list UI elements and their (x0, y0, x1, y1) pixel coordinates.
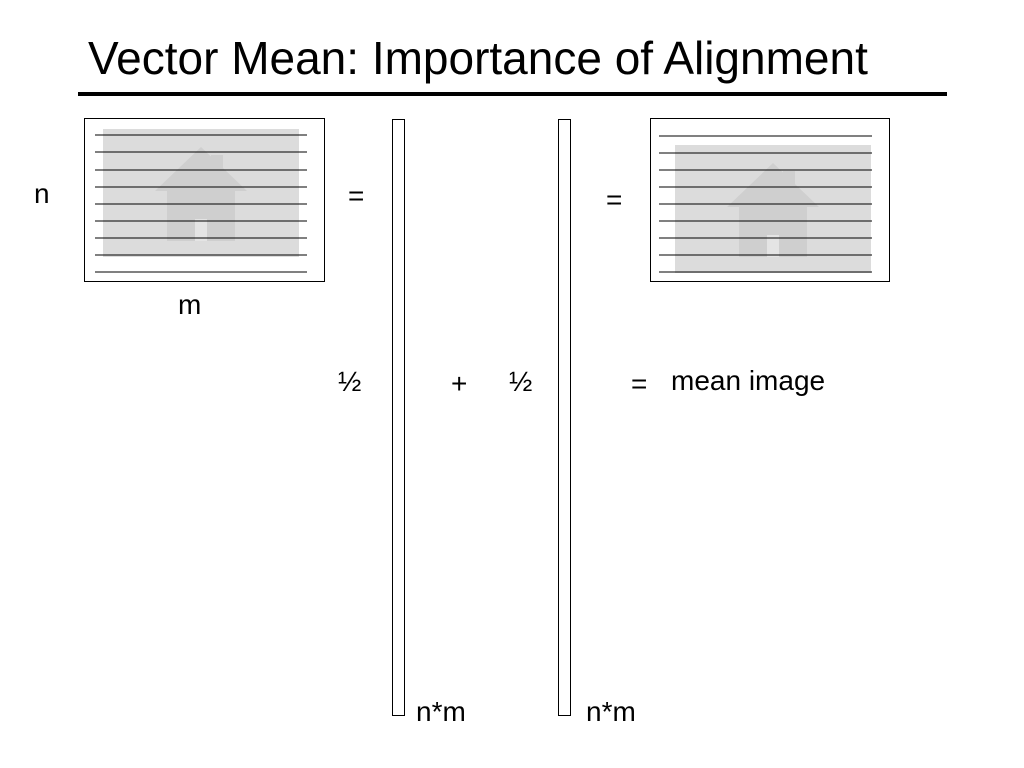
column-vector-1 (392, 119, 405, 716)
column-vector-2 (558, 119, 571, 716)
equals-sign-1: = (348, 180, 365, 211)
vector-length-label-1: n*m (416, 696, 466, 727)
matrix-image-right-graphic (659, 135, 872, 273)
vector-length-label-2: n*m (586, 696, 636, 727)
label-m: m (178, 289, 202, 320)
equals-sign-3: = (631, 368, 648, 399)
half-coefficient-1: ½ (338, 366, 362, 397)
matrix-image-left (84, 118, 325, 282)
half-coefficient-2: ½ (509, 366, 533, 397)
title-underline (78, 92, 947, 96)
plus-sign: + (451, 368, 468, 399)
mean-image-label: mean image (671, 365, 826, 396)
label-n: n (34, 178, 50, 209)
slide-title: Vector Mean: Importance of Alignment (88, 32, 868, 84)
equals-sign-2: = (606, 184, 623, 215)
matrix-image-left-graphic (95, 129, 307, 273)
matrix-image-right (650, 118, 890, 282)
